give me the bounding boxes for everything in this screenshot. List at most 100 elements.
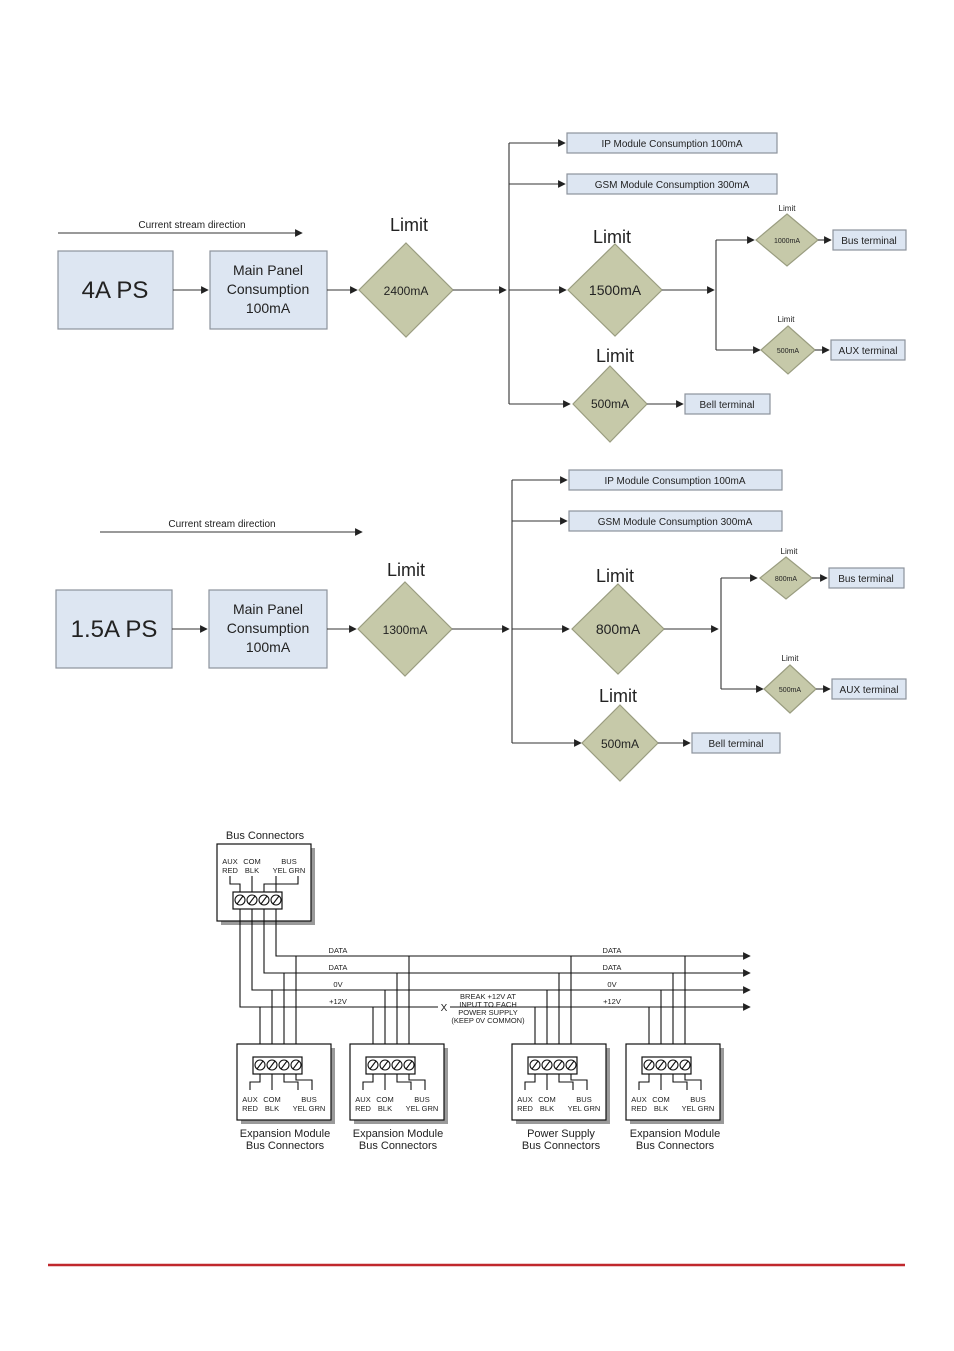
svg-text:DATA: DATA xyxy=(329,963,348,972)
svg-text:Expansion Module: Expansion Module xyxy=(353,1128,444,1140)
bus-connectors-title: Bus Connectors xyxy=(226,830,305,842)
svg-text:Bus Connectors: Bus Connectors xyxy=(636,1140,715,1152)
bus-terminal-label: Bus terminal xyxy=(841,236,897,247)
limit-word-bus: Limit xyxy=(781,547,799,556)
break-mark: X xyxy=(441,1003,448,1014)
limit-word-main: Limit xyxy=(390,215,428,235)
svg-text:Bus Connectors: Bus Connectors xyxy=(522,1140,601,1152)
svg-text:AUX: AUX xyxy=(631,1095,646,1104)
limit-bus-diamond xyxy=(759,556,813,600)
svg-text:RED: RED xyxy=(631,1104,647,1113)
limit-bus-diamond xyxy=(755,213,819,267)
svg-text:RED: RED xyxy=(517,1104,533,1113)
bus-terminal-box xyxy=(828,567,905,589)
svg-text:Power Supply: Power Supply xyxy=(527,1128,595,1140)
expansion-module-2: AUX COM BUS RED BLK YEL GRN Expansion Mo… xyxy=(349,1043,448,1152)
ip-module-label: IP Module Consumption 100mA xyxy=(601,139,742,150)
ip-module-box xyxy=(566,132,778,154)
gsm-module-box xyxy=(566,173,778,195)
svg-text:DATA: DATA xyxy=(329,946,348,955)
limit-branch-value: 800mA xyxy=(596,621,641,637)
aux-terminal-box xyxy=(830,339,906,361)
screw-terminals xyxy=(234,894,282,906)
expansion-module-1: AUX COM BUS RED BLK YEL GRN Expansion Mo… xyxy=(236,1043,335,1152)
data-line-2 xyxy=(263,909,751,977)
svg-text:BUS: BUS xyxy=(576,1095,591,1104)
limit-bell-value: 500mA xyxy=(601,737,639,751)
svg-text:DATA: DATA xyxy=(603,946,622,955)
plus-12v-line xyxy=(239,909,750,1007)
svg-text:RED: RED xyxy=(242,1104,258,1113)
svg-text:0V: 0V xyxy=(607,980,616,989)
svg-text:Expansion Module: Expansion Module xyxy=(630,1128,721,1140)
svg-text:AUX: AUX xyxy=(242,1095,257,1104)
svg-text:BREAK +12V AT: BREAK +12V AT xyxy=(460,992,516,1001)
limit-aux-value: 500mA xyxy=(779,687,802,694)
aux-terminal-label: AUX terminal xyxy=(840,685,899,696)
limit-bell-diamond xyxy=(572,365,648,443)
bus-terminal-label: Bus terminal xyxy=(838,574,894,585)
main-panel-box xyxy=(209,250,328,330)
svg-text:COM: COM xyxy=(538,1095,556,1104)
gsm-module-box xyxy=(568,510,783,532)
limit-branch-diamond xyxy=(571,583,665,675)
expansion-module-3: AUX COM BUS RED BLK YEL GRN Expansion Mo… xyxy=(625,1043,724,1152)
svg-text:Expansion Module: Expansion Module xyxy=(240,1128,331,1140)
main-panel-line-1: Main Panel xyxy=(233,262,303,278)
limit-branch-value: 1500mA xyxy=(589,282,642,298)
bell-terminal-box xyxy=(684,393,771,415)
limit-word-bus: Limit xyxy=(779,204,797,213)
main-panel-line-2: Consumption xyxy=(227,281,310,297)
svg-text:RED: RED xyxy=(355,1104,371,1113)
limit-word-branch: Limit xyxy=(593,227,631,247)
svg-text:Bus Connectors: Bus Connectors xyxy=(246,1140,325,1152)
main-panel-line-3: 100mA xyxy=(246,639,291,655)
svg-text:AUX: AUX xyxy=(222,857,237,866)
limit-branch-diamond xyxy=(567,243,663,337)
gsm-module-label: GSM Module Consumption 300mA xyxy=(595,180,750,191)
limit-aux-diamond xyxy=(760,325,816,375)
limit-main-value: 2400mA xyxy=(384,284,429,298)
svg-text:YEL GRN: YEL GRN xyxy=(293,1104,326,1113)
svg-text:YEL GRN: YEL GRN xyxy=(682,1104,715,1113)
svg-text:BUS: BUS xyxy=(414,1095,429,1104)
main-panel-line-3: 100mA xyxy=(246,300,291,316)
svg-text:COM: COM xyxy=(652,1095,670,1104)
aux-terminal-label: AUX terminal xyxy=(839,346,898,357)
zero-v-line xyxy=(251,909,751,994)
limit-word-branch: Limit xyxy=(596,566,634,586)
svg-text:YEL GRN: YEL GRN xyxy=(568,1104,601,1113)
aux-terminal-box xyxy=(831,678,907,700)
svg-text:BUS: BUS xyxy=(301,1095,316,1104)
main-panel-line-2: Consumption xyxy=(227,620,310,636)
power-supply-label: 1.5A PS xyxy=(71,616,158,643)
bell-terminal-label: Bell terminal xyxy=(708,739,763,750)
svg-text:BUS: BUS xyxy=(281,857,296,866)
svg-text:COM: COM xyxy=(243,857,261,866)
svg-text:POWER SUPPLY: POWER SUPPLY xyxy=(458,1008,517,1017)
svg-text:Bus Connectors: Bus Connectors xyxy=(359,1140,438,1152)
svg-text:YEL GRN: YEL GRN xyxy=(406,1104,439,1113)
svg-text:BLK: BLK xyxy=(245,866,259,875)
power-supply-box xyxy=(57,250,174,330)
limit-main-value: 1300mA xyxy=(383,623,428,637)
svg-text:BLK: BLK xyxy=(654,1104,668,1113)
current-direction-label: Current stream direction xyxy=(168,519,275,530)
limit-bus-value: 1000mA xyxy=(774,238,800,245)
svg-text:BLK: BLK xyxy=(265,1104,279,1113)
svg-text:AUX: AUX xyxy=(355,1095,370,1104)
gsm-module-label: GSM Module Consumption 300mA xyxy=(598,517,753,528)
svg-text:RED: RED xyxy=(222,866,238,875)
svg-text:0V: 0V xyxy=(333,980,342,989)
limit-word-bell: Limit xyxy=(599,686,637,706)
bell-terminal-label: Bell terminal xyxy=(699,400,754,411)
svg-text:(KEEP 0V COMMON): (KEEP 0V COMMON) xyxy=(451,1016,525,1025)
current-direction-label: Current stream direction xyxy=(138,220,245,231)
data-line-1 xyxy=(275,909,751,960)
ip-module-label: IP Module Consumption 100mA xyxy=(604,476,745,487)
power-supply-label: 4A PS xyxy=(82,277,149,304)
ip-module-box xyxy=(568,469,783,491)
limit-bell-value: 500mA xyxy=(591,397,629,411)
svg-text:INPUT TO EACH: INPUT TO EACH xyxy=(459,1000,517,1009)
limit-bus-value: 800mA xyxy=(775,576,798,583)
